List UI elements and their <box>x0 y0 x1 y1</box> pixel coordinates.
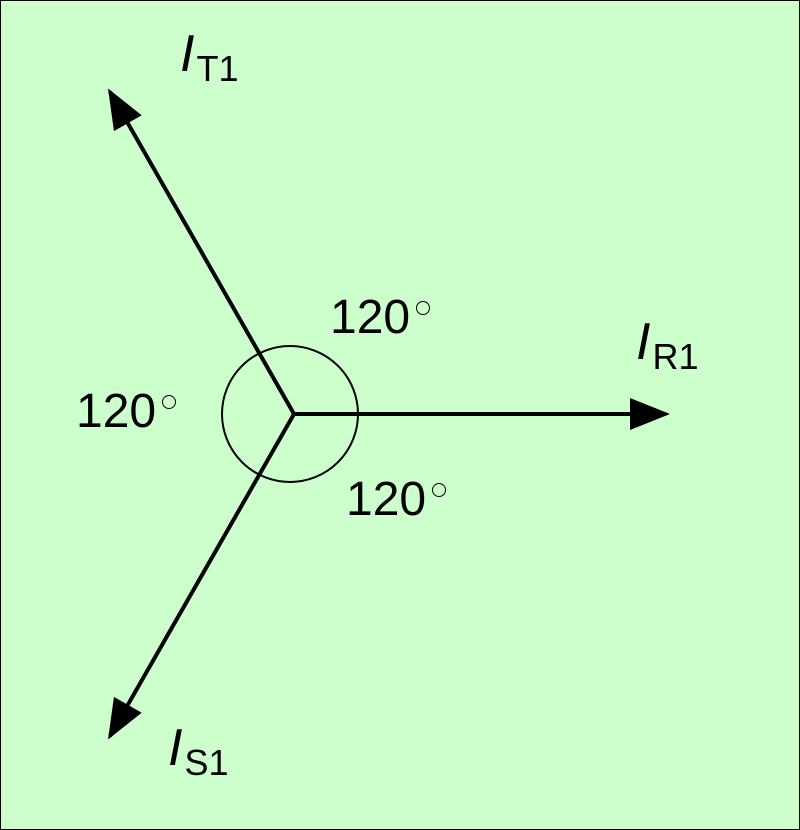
degree-circle-icon <box>162 395 177 409</box>
angle-label-bottom: 120 <box>346 473 447 526</box>
angle-label-left: 120 <box>76 385 177 438</box>
label-i-s1: IS1 <box>168 719 229 781</box>
angle-value-top: 120 <box>330 291 411 344</box>
label-i-t1-symbol: I <box>180 25 195 83</box>
degree-circle-icon <box>432 483 447 497</box>
degree-circle-icon <box>416 301 431 315</box>
label-i-t1-subscript: T1 <box>196 48 239 89</box>
label-i-r1: IR1 <box>636 313 698 375</box>
label-i-s1-subscript: S1 <box>184 742 229 783</box>
label-i-t1: IT1 <box>180 25 238 87</box>
label-i-r1-symbol: I <box>636 313 651 371</box>
phasor-arrow-s1 <box>108 413 296 740</box>
label-i-s1-symbol: I <box>168 719 183 777</box>
angle-value-bottom: 120 <box>346 473 427 526</box>
label-i-r1-subscript: R1 <box>652 336 699 377</box>
angle-value-left: 120 <box>76 385 157 438</box>
angle-label-top: 120 <box>330 291 431 344</box>
phasor-arrow-t1 <box>108 88 296 415</box>
